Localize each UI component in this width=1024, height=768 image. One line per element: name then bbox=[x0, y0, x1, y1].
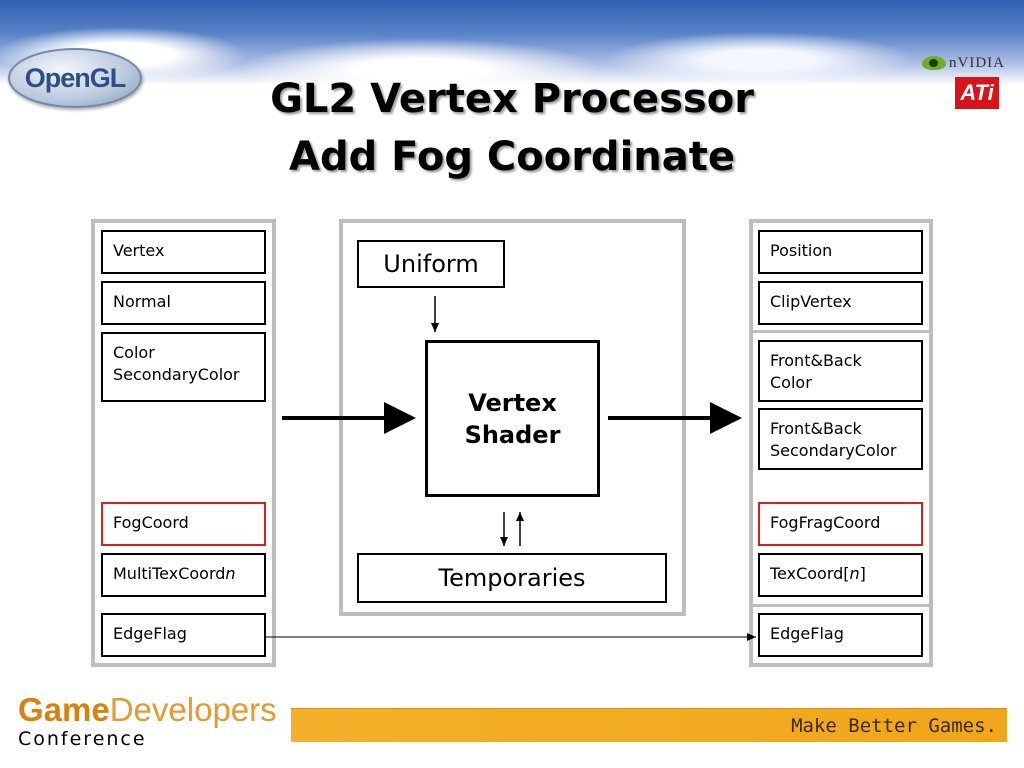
title-line-1: GL2 Vertex Processor bbox=[270, 76, 754, 122]
gdc-developers-text: Developers bbox=[109, 691, 277, 728]
gdc-logo: GameDevelopers Conference bbox=[18, 691, 277, 751]
footer-tagline-bar: Make Better Games. bbox=[291, 708, 1007, 742]
ati-logo: ATi bbox=[955, 77, 999, 109]
output-edgeflag: EdgeFlag bbox=[758, 613, 923, 657]
nvidia-eye-icon bbox=[922, 56, 946, 70]
input-edgeflag: EdgeFlag bbox=[101, 613, 266, 657]
input-normal: Normal bbox=[101, 281, 266, 325]
temporaries-box: Temporaries bbox=[357, 553, 667, 603]
input-multitexcoord: MultiTexCoordn bbox=[101, 553, 266, 597]
output-divider-2 bbox=[753, 604, 929, 607]
gdc-conference-text: Conference bbox=[18, 728, 147, 750]
slide-title: GL2 Vertex Processor Add Fog Coordinate bbox=[150, 70, 874, 186]
nvidia-logo-text: nVIDIA bbox=[949, 54, 1005, 71]
output-fogfragcoord: FogFragCoord bbox=[758, 502, 923, 546]
output-position: Position bbox=[758, 230, 923, 274]
uniform-box: Uniform bbox=[357, 240, 505, 288]
opengl-logo-text: OpenGL bbox=[24, 62, 126, 93]
output-divider-1 bbox=[753, 330, 929, 333]
sky-banner bbox=[0, 0, 1024, 85]
title-line-2: Add Fog Coordinate bbox=[289, 134, 735, 180]
footer-tagline: Make Better Games. bbox=[791, 714, 997, 737]
opengl-logo: OpenGL bbox=[8, 48, 142, 108]
output-clipvertex: ClipVertex bbox=[758, 281, 923, 325]
input-fogcoord: FogCoord bbox=[101, 502, 266, 546]
gdc-game-text: Game bbox=[18, 691, 110, 728]
ati-logo-text: ATi bbox=[960, 80, 994, 105]
output-texcoord: TexCoord[n] bbox=[758, 553, 923, 597]
nvidia-logo: nVIDIA bbox=[922, 54, 1022, 72]
input-vertex: Vertex bbox=[101, 230, 266, 274]
